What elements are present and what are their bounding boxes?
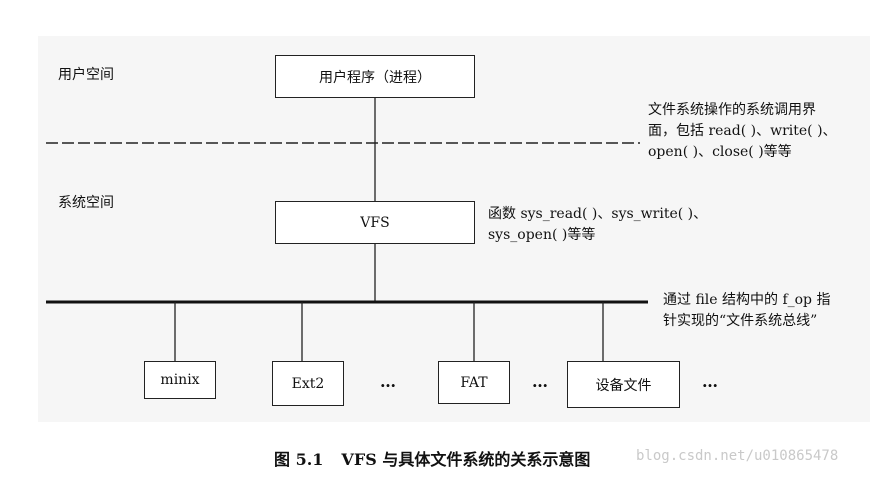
user-program-box: 用户程序（进程） <box>275 55 475 98</box>
watermark-text: blog.csdn.net/u010865478 <box>636 448 839 464</box>
ext2-box: Ext2 <box>272 361 344 406</box>
syscall-interface-note: 文件系统操作的系统调用界 面，包括 read( )、write( )、 open… <box>648 100 837 163</box>
syscall-note-line-1: 文件系统操作的系统调用界 <box>648 102 816 118</box>
vfs-box: VFS <box>275 201 475 244</box>
minix-box: minix <box>144 361 216 399</box>
syscall-note-line-3: open( )、close( )等等 <box>648 144 792 160</box>
functions-note: 函数 sys_read( )、sys_write( )、 sys_open( )… <box>488 204 707 246</box>
figure-title: VFS 与具体文件系统的关系示意图 <box>341 450 591 469</box>
ellipsis-after-fat: … <box>532 372 550 391</box>
user-space-label: 用户空间 <box>58 67 114 83</box>
fs-bus-note: 通过 file 结构中的 f_op 指 针实现的“文件系统总线” <box>663 290 830 332</box>
fat-box: FAT <box>438 361 510 404</box>
minix-label: minix <box>160 372 200 388</box>
figure-caption: 图 5.1 VFS 与具体文件系统的关系示意图 <box>274 446 590 470</box>
figure-number: 图 5.1 <box>274 450 324 469</box>
system-space-label: 系统空间 <box>58 195 114 211</box>
device-file-box: 设备文件 <box>567 361 680 408</box>
ext2-label: Ext2 <box>291 375 325 392</box>
functions-note-line-2: sys_open( )等等 <box>488 227 596 243</box>
fs-bus-note-line-2: 针实现的“文件系统总线” <box>663 313 818 329</box>
fs-bus-note-line-1: 通过 file 结构中的 f_op 指 <box>663 292 831 308</box>
ellipsis-after-device-file: … <box>702 372 720 391</box>
vfs-label: VFS <box>360 214 390 231</box>
fat-label: FAT <box>460 374 488 391</box>
syscall-note-line-2: 面，包括 read( )、write( )、 <box>648 123 837 139</box>
ellipsis-after-ext2: … <box>380 372 398 391</box>
functions-note-line-1: 函数 sys_read( )、sys_write( )、 <box>488 206 708 222</box>
user-program-label: 用户程序（进程） <box>319 69 431 86</box>
device-file-label: 设备文件 <box>595 377 652 394</box>
